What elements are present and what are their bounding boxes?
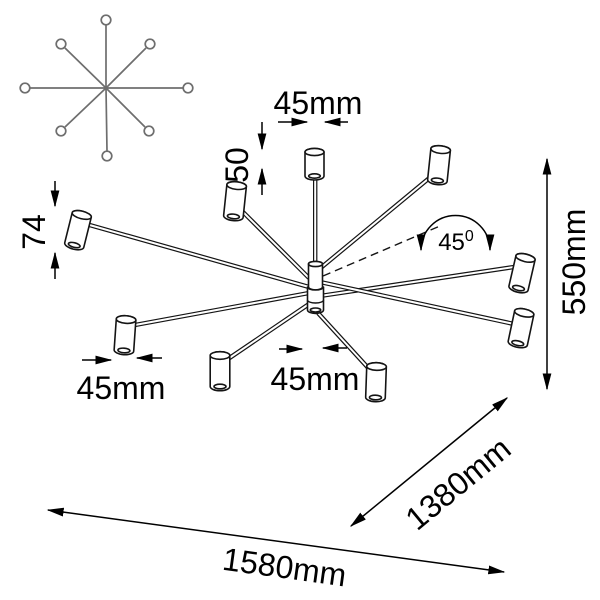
lamp-head-upper-right bbox=[426, 143, 452, 187]
dim-label-depth: 1380mm bbox=[399, 430, 518, 537]
lamp-head-far-left bbox=[62, 208, 93, 253]
pivot-reference-dashed-line bbox=[322, 225, 441, 277]
dim-label-canopy-height: 50 bbox=[219, 147, 255, 183]
arm-right-lower bbox=[319, 279, 515, 327]
ceiling-canopy bbox=[304, 147, 325, 181]
arm-bottom-left bbox=[226, 300, 314, 361]
dim-head-height: 74 bbox=[16, 181, 60, 279]
top-view-head-ne bbox=[144, 38, 156, 50]
dimension-annotations: 45mm 50 74 45mm 45mm 450 550 bbox=[16, 85, 592, 593]
lamp-head-lower-left bbox=[113, 314, 137, 357]
dim-total-height: 550mm bbox=[542, 157, 592, 391]
lamp-head-bottom-right bbox=[364, 361, 388, 403]
central-hub bbox=[306, 260, 325, 315]
top-view-head-sw bbox=[55, 125, 67, 137]
top-view-head-se bbox=[143, 125, 155, 137]
lamp-head-right-lower bbox=[506, 306, 536, 351]
lamp-head-bottom-left bbox=[209, 350, 231, 392]
dim-line-diagonal bbox=[349, 397, 509, 527]
top-view-head-nw bbox=[55, 38, 67, 50]
dim-label-head-height: 74 bbox=[16, 214, 52, 250]
dim-label-left-head-diameter: 45mm bbox=[77, 370, 166, 406]
dim-label-center-head-diameter: 45mm bbox=[271, 361, 360, 397]
arm-upper-right bbox=[315, 173, 435, 273]
dim-label-canopy-diameter: 45mm bbox=[274, 85, 363, 121]
arm-bottom-right bbox=[316, 311, 373, 373]
dim-canopy-height: 50 bbox=[219, 122, 267, 195]
dim-canopy-diameter: 45mm bbox=[274, 85, 363, 127]
arm-right-upper bbox=[319, 264, 515, 299]
top-view-head-w bbox=[19, 82, 31, 94]
arm-far-left bbox=[85, 221, 310, 290]
dim-left-head-diameter: 45mm bbox=[77, 353, 166, 406]
top-view-arms bbox=[30, 25, 183, 152]
top-view-head-s bbox=[101, 150, 113, 162]
dim-depth: 1380mm bbox=[349, 397, 518, 537]
lamp-head-upper-left bbox=[222, 179, 248, 223]
top-view-head-n bbox=[100, 14, 112, 26]
arm-upper-left bbox=[241, 210, 311, 280]
dim-center-head-diameter: 45mm bbox=[271, 343, 360, 397]
fixture-side-view bbox=[62, 143, 537, 403]
arm-lower-left bbox=[134, 290, 310, 328]
angle-arc-arrow bbox=[416, 214, 495, 252]
top-view-head-e bbox=[182, 82, 194, 94]
dim-swivel-angle: 450 bbox=[416, 214, 495, 256]
lamp-head-right-upper bbox=[507, 251, 537, 296]
dim-label-swivel-angle: 450 bbox=[438, 228, 474, 256]
dim-label-total-height: 550mm bbox=[556, 209, 592, 316]
dim-line-bottom bbox=[46, 507, 506, 575]
top-view-diagram bbox=[19, 14, 194, 162]
